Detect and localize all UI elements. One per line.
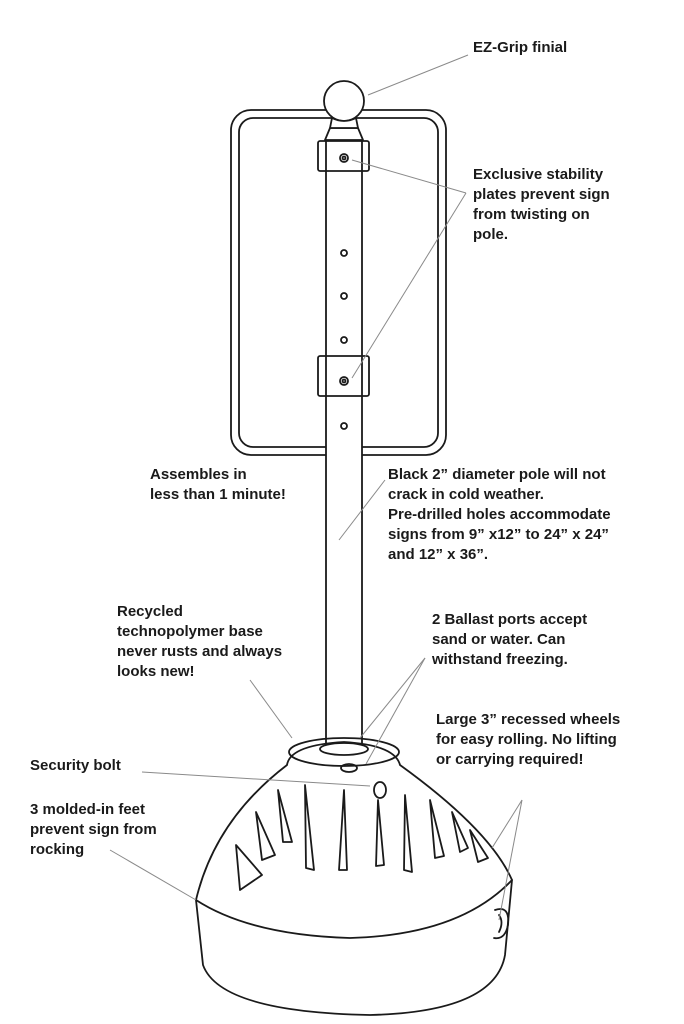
callout-molded-feet: 3 molded-in feet prevent sign from rocki…: [30, 801, 157, 858]
stability-plate-lower: [317, 355, 370, 397]
pole: [325, 149, 363, 756]
callout-ballast-ports: 2 Ballast ports accept sand or water. Ca…: [432, 611, 588, 668]
leader-lines: [109, 54, 523, 921]
callout-ez-grip-finial: EZ-Grip finial: [473, 39, 568, 56]
callout-wheels: Large 3” recessed wheels for easy rollin…: [436, 711, 621, 768]
callout-base: Recycled technopolymer base never rusts …: [117, 603, 283, 680]
wheel: [493, 908, 510, 940]
stability-plate-upper: [317, 140, 370, 172]
security-bolt: [373, 781, 387, 799]
callout-pole: Black 2” diameter pole will not crack in…: [388, 466, 611, 563]
ballast-port: [340, 763, 358, 773]
callout-stability-plates: Exclusive stability plates prevent sign …: [473, 166, 610, 243]
callout-security-bolt: Security bolt: [30, 757, 121, 774]
callout-assembles: Assembles in less than 1 minute!: [150, 466, 286, 503]
ez-grip-finial: [323, 80, 365, 141]
recycled-base: [195, 737, 513, 1016]
